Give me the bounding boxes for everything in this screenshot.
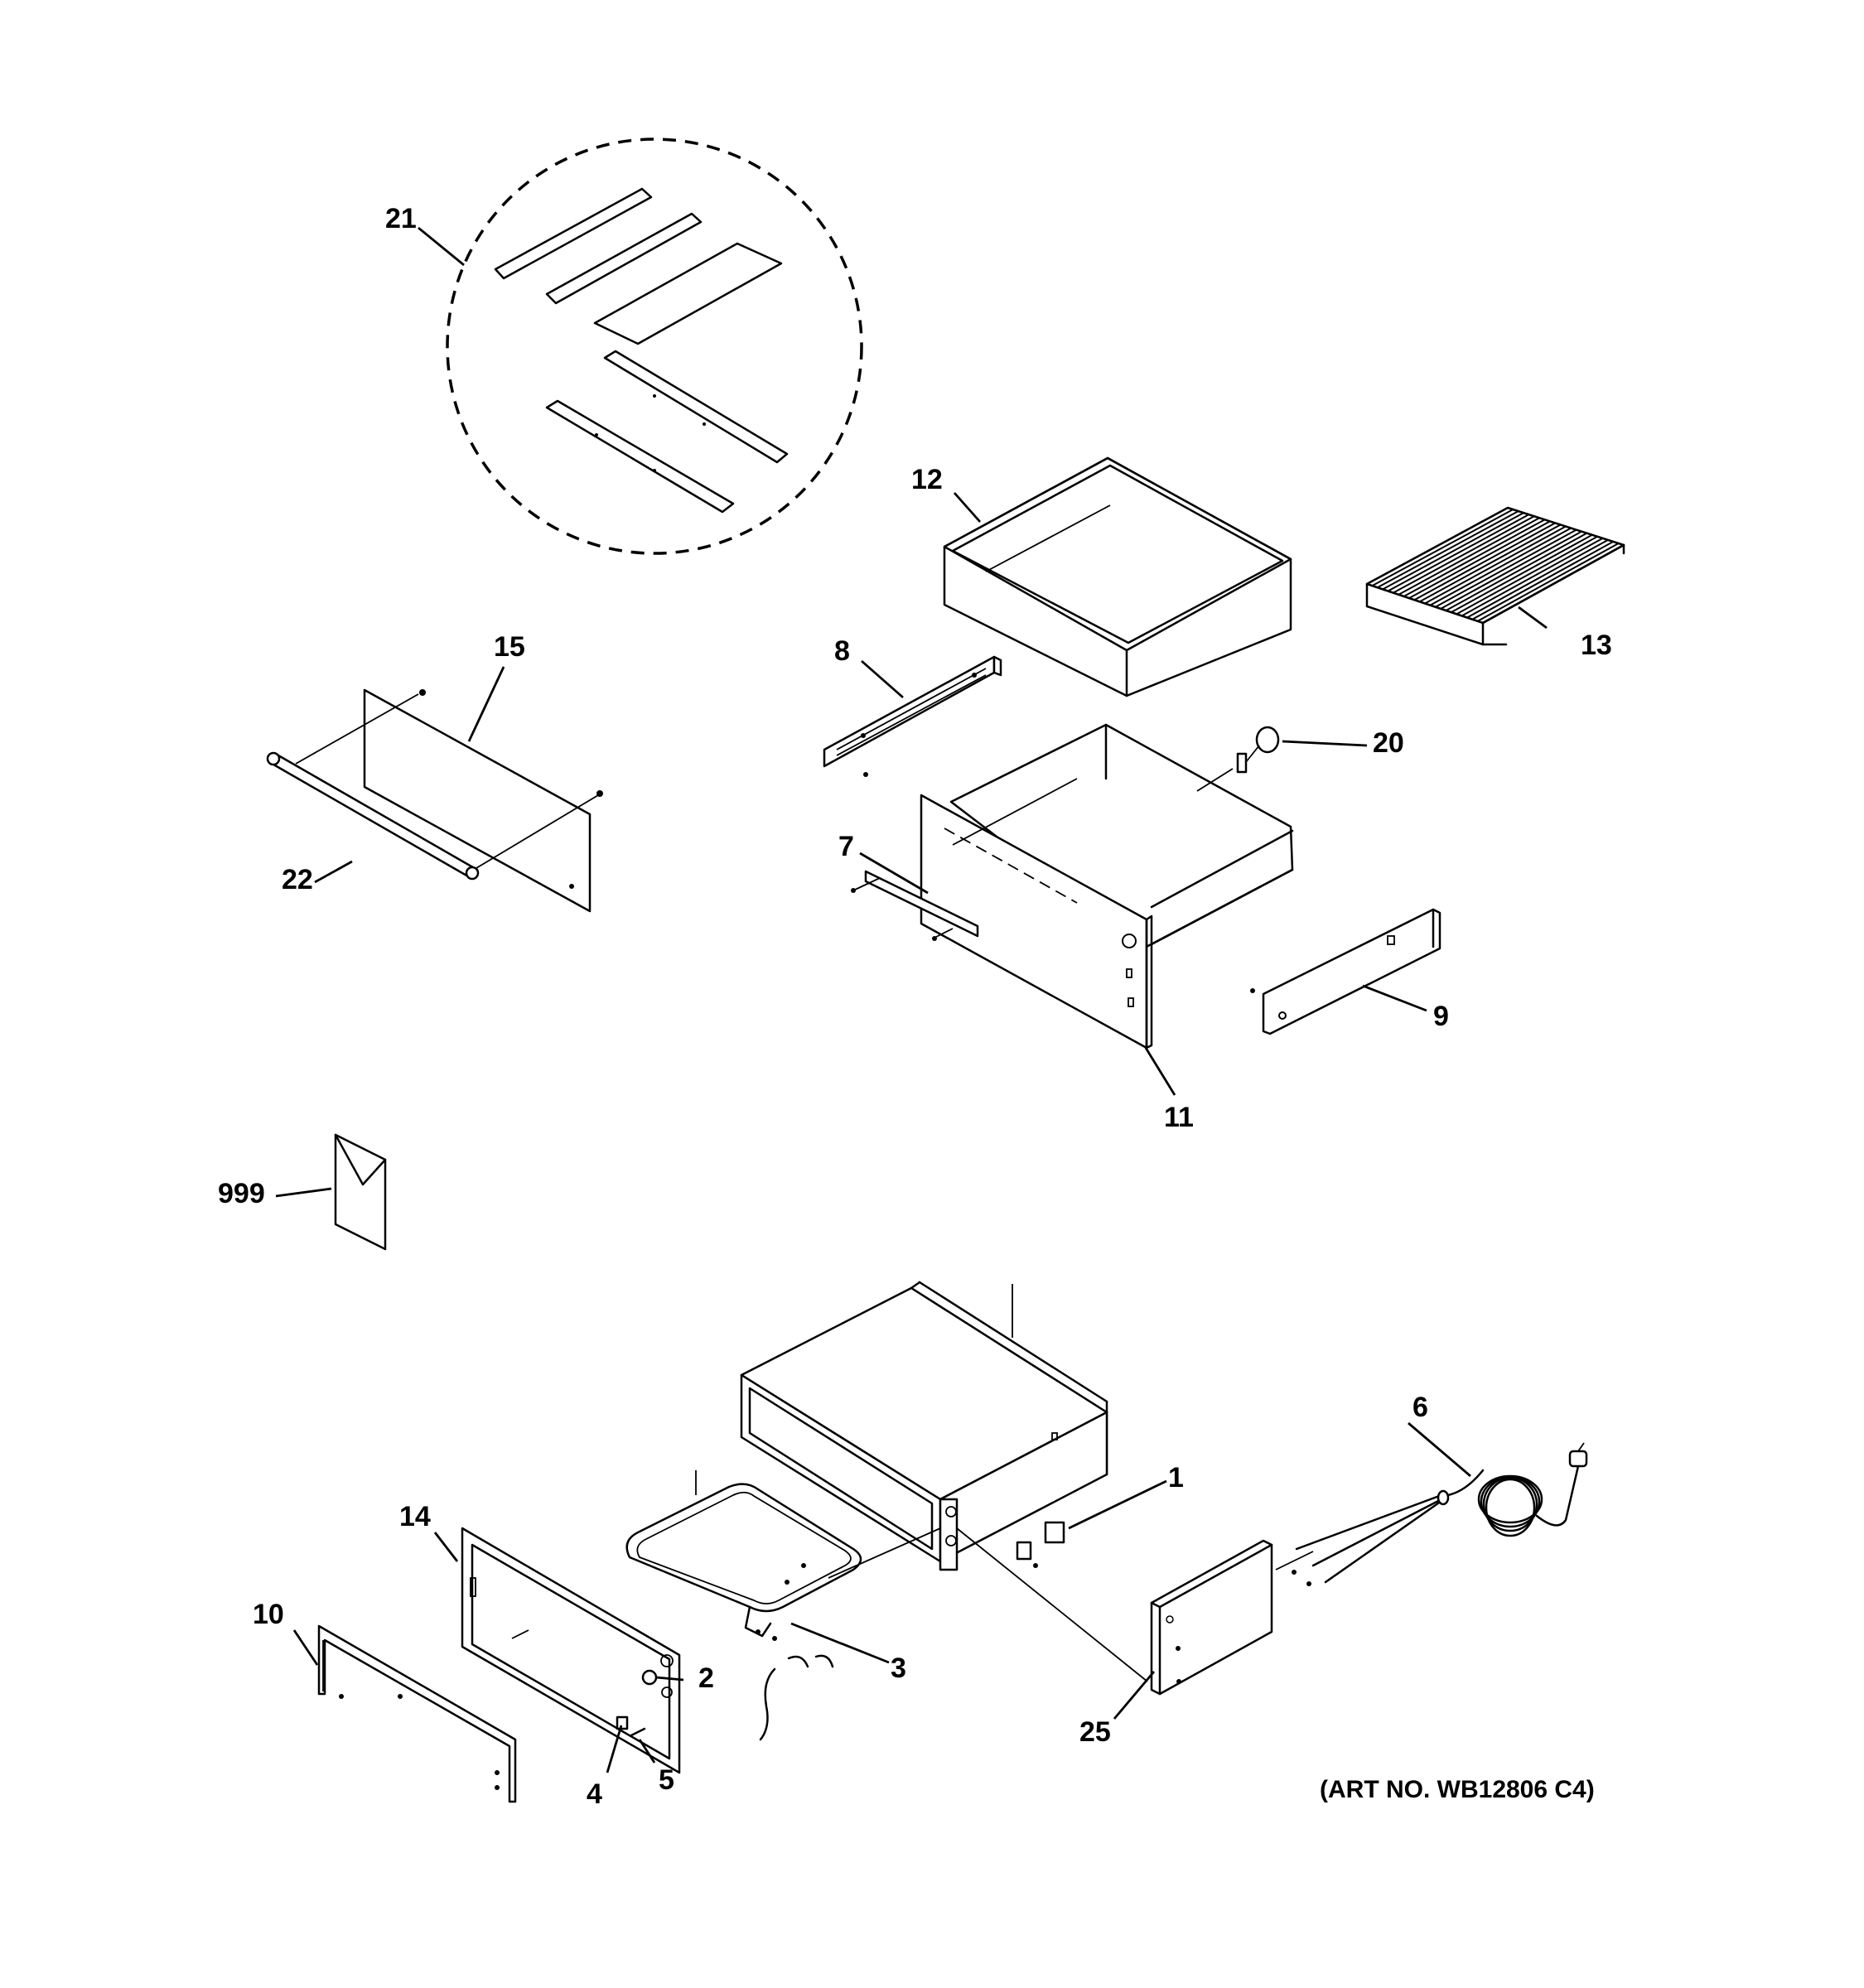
rack-wire [1403, 519, 1546, 597]
part-5-screw [630, 1727, 646, 1737]
part-1-switch [956, 1521, 1148, 1682]
part-20-knob [1196, 726, 1280, 792]
callout-2: 2 [698, 1662, 714, 1694]
callout-7: 7 [838, 831, 854, 862]
part-11-drawer-body [920, 723, 1294, 1049]
leader-lines [275, 226, 1548, 1773]
rack-wire [1451, 533, 1593, 614]
callout-6: 6 [1412, 1392, 1428, 1423]
part-22-handle [266, 751, 480, 881]
part-999-literature [334, 1133, 387, 1251]
callout-21: 21 [385, 203, 417, 234]
callout-8: 8 [834, 635, 850, 667]
callout-4: 4 [587, 1778, 602, 1810]
rack-wire [1366, 507, 1509, 585]
rack-wire [1398, 517, 1540, 596]
rack-wire [1461, 537, 1604, 617]
part-15-back-panel [295, 688, 603, 913]
callout-1: 1 [1168, 1462, 1184, 1493]
callout-13: 13 [1581, 630, 1612, 661]
art-number: (ART NO. WB12806 C4) [1320, 1776, 1595, 1803]
rack-wire [1429, 527, 1572, 606]
callout-999: 999 [218, 1178, 265, 1209]
rack-wire [1435, 528, 1577, 608]
rack-wire [1371, 509, 1514, 587]
part-4-bushing [616, 1715, 629, 1730]
rack-wire [1393, 515, 1535, 594]
part-25-junction-box [1150, 1539, 1314, 1696]
wire-harness [759, 1654, 834, 1741]
part-14-door-frame [461, 1527, 681, 1774]
rack-wire [1445, 532, 1587, 611]
part-6-power-cord [1295, 1442, 1588, 1584]
rack-wire [1387, 514, 1529, 592]
part-12-drawer-pan [943, 456, 1292, 697]
part-8-slide [823, 655, 1002, 777]
callout-3: 3 [891, 1653, 906, 1684]
callout-5: 5 [659, 1764, 674, 1796]
callout-15: 15 [494, 631, 525, 663]
callout-25: 25 [1079, 1716, 1111, 1748]
rack-wire [1471, 541, 1614, 620]
rack-wire [1419, 524, 1562, 603]
rack-wire [1382, 512, 1524, 591]
rack-wire [1440, 530, 1582, 610]
part-9-trim-strip [1250, 908, 1441, 1035]
part-21-rail-kit [446, 138, 863, 555]
rack-wire [1377, 510, 1519, 589]
callout-10: 10 [253, 1599, 284, 1630]
rack-wire [1408, 520, 1551, 599]
housing-assembly [740, 1281, 1108, 1571]
rack-wire [1424, 525, 1567, 605]
callout-9: 9 [1433, 1001, 1449, 1032]
callout-12: 12 [911, 464, 943, 495]
callout-11: 11 [1164, 1102, 1194, 1133]
callout-20: 20 [1373, 727, 1404, 759]
rack-wire [1456, 535, 1598, 615]
part-3-heating-element [625, 1470, 941, 1641]
rack-wire [1477, 543, 1620, 622]
part-13-wire-rack [1365, 506, 1625, 646]
callout-22: 22 [282, 864, 313, 895]
rack-wire [1413, 522, 1556, 601]
part-7-bracket [851, 870, 979, 941]
callout-14: 14 [399, 1501, 431, 1532]
part-10-door-trim [317, 1624, 517, 1803]
part-2-knob [641, 1669, 658, 1686]
rack-wire [1466, 538, 1609, 619]
